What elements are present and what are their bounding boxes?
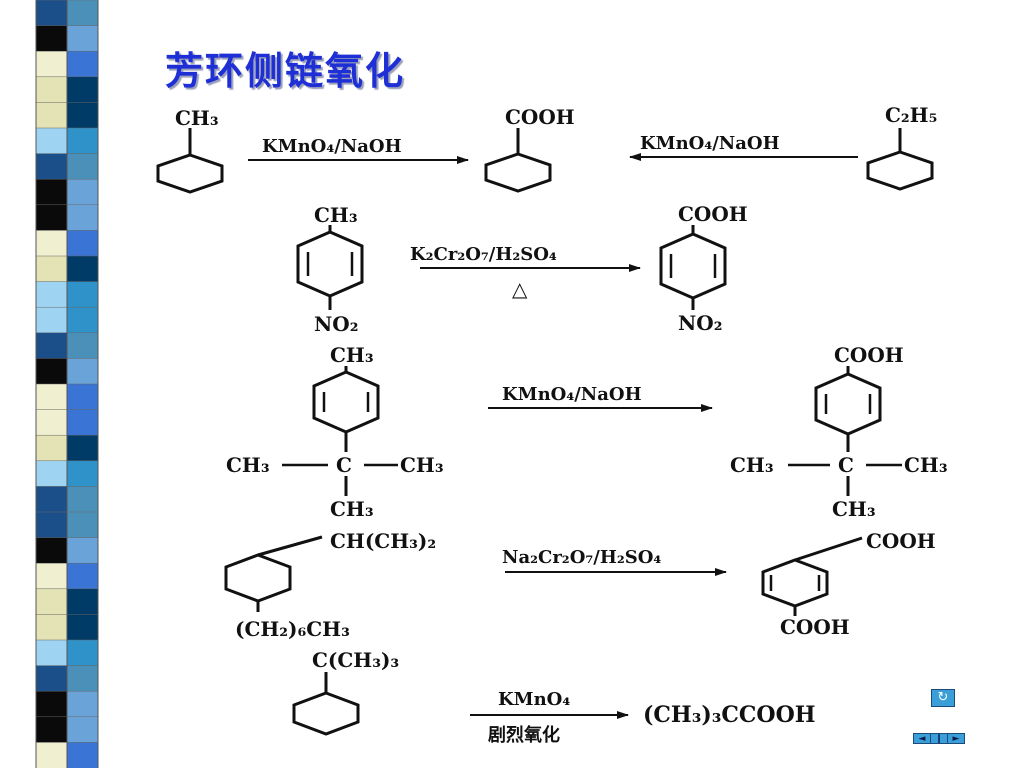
r1-reactant-right-label: C₂H₅ <box>885 103 937 127</box>
p-nitrobenzoic-acid-structure: COOH NO₂ <box>659 202 748 335</box>
stripe-tile <box>35 332 68 360</box>
tert-butylbenzene-structure: C(CH₃)₃ <box>292 648 399 736</box>
slide-title: 芳环侧链氧化 <box>165 49 406 93</box>
r1-product-label: COOH <box>505 105 575 129</box>
stripe-tile <box>35 690 68 718</box>
stripe-tile <box>66 102 99 129</box>
stripe-tile <box>35 306 68 334</box>
r3-reactant-right: CH₃ <box>400 453 444 477</box>
r2-reactant-top: CH₃ <box>314 203 358 227</box>
stripe-tile <box>35 588 68 616</box>
r3-product-top: COOH <box>834 343 904 367</box>
r4-reactant-top: CH(CH₃)₂ <box>330 529 436 553</box>
stripe-tile <box>66 742 99 768</box>
stripe-tile <box>66 178 99 206</box>
r5-product: (CH₃)₃CCOOH <box>643 702 816 728</box>
stripe-tile <box>66 588 99 616</box>
r3-reactant-center: C <box>336 453 352 477</box>
stripe-tile <box>66 434 99 462</box>
r2-reagent: K₂Cr₂O₇/H₂SO₄ <box>410 244 557 265</box>
stripe-tile <box>35 153 68 180</box>
stripe-tile <box>66 486 99 513</box>
stripe-tile <box>35 358 68 385</box>
r1-reactant-left-label: CH₃ <box>175 106 219 130</box>
slide-navigation: ◄ ❙ ► <box>913 733 965 744</box>
next-slide-button[interactable]: ► <box>947 734 964 744</box>
stripe-tile <box>35 204 68 232</box>
stripe-tile <box>66 153 99 180</box>
r3-reactant-top: CH₃ <box>330 343 374 367</box>
r5-condition: 剧烈氧化 <box>488 724 560 746</box>
toluene-structure: CH₃ <box>156 106 224 194</box>
r2-product-top: COOH <box>678 202 748 226</box>
stripe-tile <box>35 562 68 590</box>
r4-product-bottom: COOH <box>780 615 850 639</box>
stripe-tile <box>35 102 68 129</box>
tert-butylbenzoic-acid-structure: COOH CH₃ C CH₃ CH₃ <box>730 343 948 521</box>
alkylbenzene-structure: CH(CH₃)₂ (CH₂)₆CH₃ <box>224 529 436 641</box>
reaction-3: CH₃ CH₃ C CH₃ CH₃ KMnO₄/NaOH COOH CH₃ C … <box>226 343 948 521</box>
pause-button[interactable]: ❙ <box>930 734 947 744</box>
reaction-1: CH₃ KMnO₄/NaOH COOH KMnO₄/NaOH C₂H₅ <box>156 103 937 194</box>
stripe-tile <box>35 716 68 744</box>
benzene-ring <box>866 150 934 191</box>
r2-product-bottom: NO₂ <box>678 311 722 335</box>
r3-reactant-left: CH₃ <box>226 453 270 477</box>
stripe-tile <box>66 511 99 539</box>
stripe-tile <box>66 76 99 104</box>
r5-reactant-top: C(CH₃)₃ <box>312 648 399 672</box>
stripe-tile <box>66 204 99 232</box>
stripe-tile <box>35 0 68 27</box>
reaction-4: CH(CH₃)₂ (CH₂)₆CH₃ Na₂Cr₂O₇/H₂SO₄ COOH C… <box>224 529 936 641</box>
benzene-ring <box>484 152 552 193</box>
r3-product-center: C <box>838 453 854 477</box>
benzene-ring <box>224 553 292 603</box>
r1-right-reagent: KMnO₄/NaOH <box>640 133 780 154</box>
return-button[interactable]: ↻ <box>931 689 955 707</box>
reaction-5: C(CH₃)₃ KMnO₄ 剧烈氧化 (CH₃)₃CCOOH <box>292 648 816 746</box>
r3-product-right: CH₃ <box>904 453 948 477</box>
r5-reagent: KMnO₄ <box>498 689 570 710</box>
stripe-tile <box>35 639 68 667</box>
benzene-ring <box>292 691 360 736</box>
stripe-tile <box>35 255 68 283</box>
benzoic-acid-structure: COOH <box>484 105 575 193</box>
tert-butyltoluene-structure: CH₃ CH₃ C CH₃ CH₃ <box>226 343 444 521</box>
r4-reactant-bottom: (CH₂)₆CH₃ <box>235 617 350 641</box>
p-nitrotoluene-structure: CH₃ NO₂ <box>296 203 364 336</box>
isophthalic-acid-structure: COOH COOH <box>761 529 936 639</box>
stripe-tile <box>35 511 68 539</box>
r3-reagent: KMnO₄/NaOH <box>502 384 642 405</box>
stripe-tile <box>66 690 99 718</box>
benzene-ring <box>761 558 829 608</box>
stripe-tile <box>66 0 99 27</box>
prev-slide-button[interactable]: ◄ <box>918 734 926 744</box>
benzene-ring <box>156 153 224 194</box>
stripe-tile <box>35 665 68 692</box>
ethylbenzene-structure: C₂H₅ <box>866 103 937 191</box>
stripe-tile <box>35 614 68 641</box>
r2-reactant-bottom: NO₂ <box>314 312 358 336</box>
stripe-tile <box>35 434 68 462</box>
r3-reactant-bottom: CH₃ <box>330 497 374 521</box>
reaction-2: CH₃ NO₂ K₂Cr₂O₇/H₂SO₄ △ COOH NO₂ <box>296 202 748 336</box>
r4-reagent: Na₂Cr₂O₇/H₂SO₄ <box>502 547 661 568</box>
stripe-tile <box>35 230 68 257</box>
r1-left-reagent: KMnO₄/NaOH <box>262 136 402 157</box>
stripe-tile <box>66 409 99 436</box>
r3-product-bottom: CH₃ <box>832 497 876 521</box>
decorative-stripe <box>35 0 99 768</box>
r4-product-top: COOH <box>866 529 936 553</box>
stripe-tile <box>66 230 99 257</box>
r2-condition: △ <box>512 277 528 301</box>
r3-product-left: CH₃ <box>730 453 774 477</box>
